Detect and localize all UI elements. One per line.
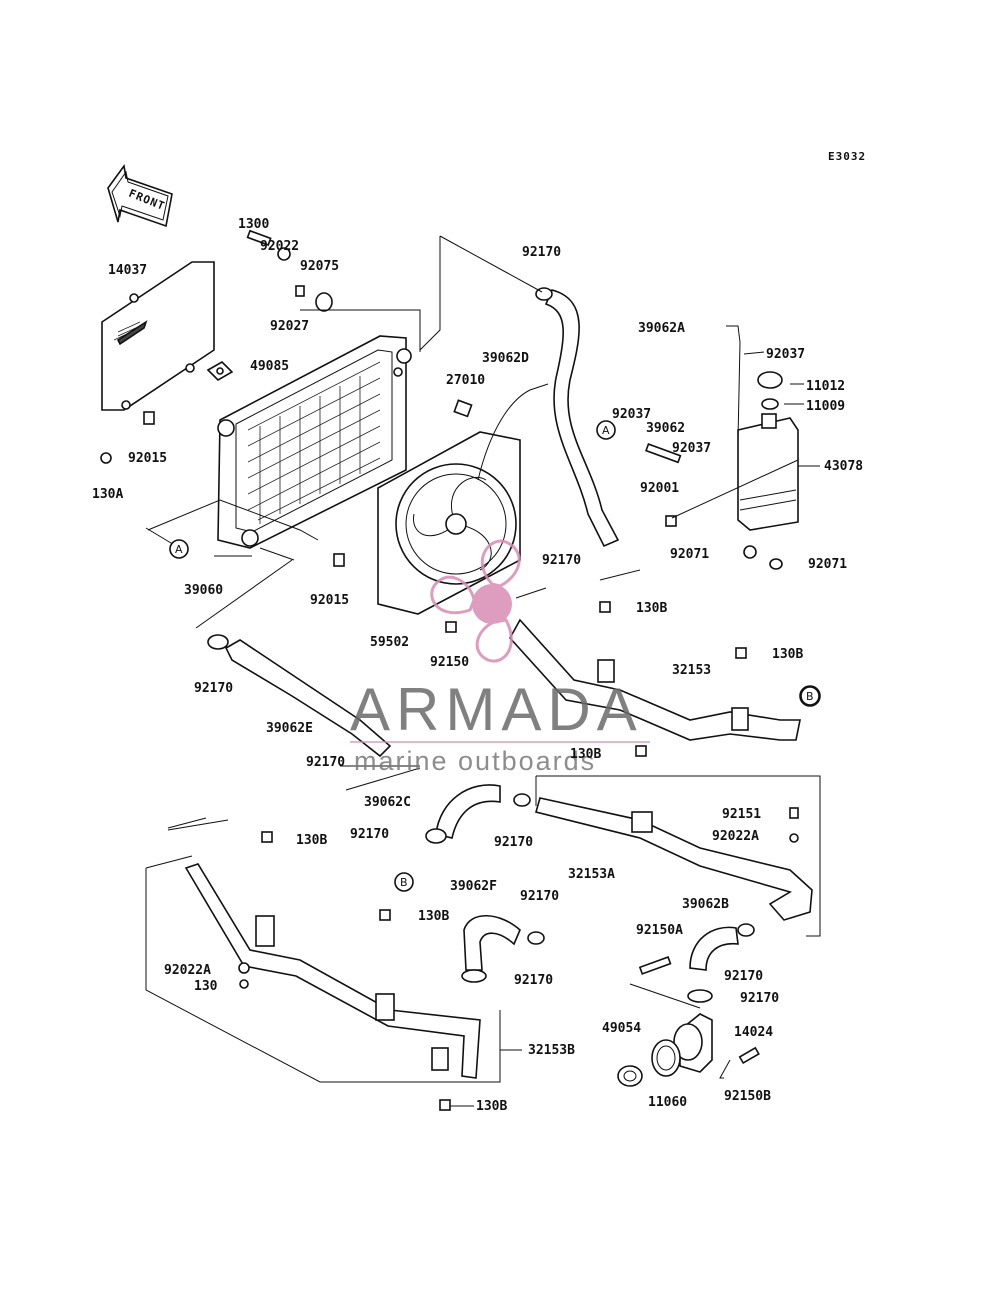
label-92022: 92022 (260, 239, 299, 254)
label-14024: 14024 (734, 1025, 773, 1040)
hose-39062 (645, 443, 682, 464)
label-92170-f: 92170 (520, 889, 559, 904)
label-11009: 11009 (806, 399, 845, 414)
label-39062: 39062 (646, 421, 685, 436)
label-130B-d: 130B (296, 833, 327, 848)
radiator-screen (101, 261, 215, 411)
label-27010: 27010 (446, 373, 485, 388)
label-92151: 92151 (722, 807, 761, 822)
label-92150: 92150 (430, 655, 469, 670)
label-43078: 43078 (824, 459, 863, 474)
marker-a-right: A (596, 420, 616, 440)
collar-92027-icon (295, 285, 305, 297)
hose-39062E (207, 634, 392, 758)
label-39062F: 39062F (450, 879, 497, 894)
washer-92022-icon (277, 247, 291, 261)
label-11012: 11012 (806, 379, 845, 394)
label-130B-a: 130B (636, 601, 667, 616)
label-92071-a: 92071 (670, 547, 709, 562)
label-130A: 130A (92, 487, 123, 502)
fan-switch-27010-icon (453, 399, 473, 418)
svg-text:B: B (400, 876, 408, 889)
label-130B-c: 130B (570, 747, 601, 762)
front-arrow-icon: FRONT (107, 163, 173, 228)
propeller-logo-icon (430, 539, 521, 663)
label-92037-b: 92037 (612, 407, 651, 422)
radiator-mount-bracket (206, 361, 234, 381)
label-11060: 11060 (648, 1095, 687, 1110)
hose-39062C (425, 784, 531, 844)
label-92071-b: 92071 (808, 557, 847, 572)
label-92027: 92027 (270, 319, 309, 334)
label-49085: 49085 (250, 359, 289, 374)
label-92075: 92075 (300, 259, 339, 274)
label-49054: 49054 (602, 1021, 641, 1036)
label-92001: 92001 (640, 481, 679, 496)
grommet-92075-icon (315, 292, 333, 312)
hose-39062B (687, 923, 755, 1003)
reserve-tank (730, 325, 799, 570)
label-32153B: 32153B (528, 1043, 575, 1058)
label-39062E: 39062E (266, 721, 313, 736)
label-92015-left: 92015 (128, 451, 167, 466)
svg-text:A: A (602, 424, 610, 437)
marker-b-lower: B (394, 872, 414, 892)
label-92170-topright: 92170 (522, 245, 561, 260)
diagram-code: E3032 (828, 150, 866, 163)
label-1300: 1300 (238, 217, 269, 232)
label-39060: 39060 (184, 583, 223, 598)
label-39062C: 39062C (364, 795, 411, 810)
watermark-tagline: marine outboards (354, 746, 596, 776)
thermostat-housing (617, 956, 760, 1087)
label-14037: 14037 (108, 263, 147, 278)
label-130B-f: 130B (476, 1099, 507, 1114)
bolt-130B-icons (100, 411, 747, 1111)
label-92170-h: 92170 (724, 969, 763, 984)
label-39062A: 39062A (638, 321, 685, 336)
marker-a-left: A (169, 539, 189, 559)
leader-lines (145, 235, 821, 1107)
label-92022A-b: 92022A (164, 963, 211, 978)
hose-39062F (461, 915, 545, 983)
armada-watermark: ARMADA marine outboards (350, 539, 650, 776)
label-92037-a: 92037 (766, 347, 805, 362)
label-32153A: 32153A (568, 867, 615, 882)
label-92150A: 92150A (636, 923, 683, 938)
marker-b-right: B (800, 686, 820, 706)
hose-39062D (544, 289, 620, 548)
pipe-32153A (535, 797, 813, 921)
radiator (217, 335, 412, 549)
label-59502: 59502 (370, 635, 409, 650)
bolt-1300-icon (246, 229, 272, 246)
label-92170-c: 92170 (306, 755, 345, 770)
label-92170-mid: 92170 (542, 553, 581, 568)
label-39062D: 39062D (482, 351, 529, 366)
label-39062B: 39062B (682, 897, 729, 912)
label-92170-d: 92170 (350, 827, 389, 842)
label-32153: 32153 (672, 663, 711, 678)
label-92150B: 92150B (724, 1089, 771, 1104)
svg-text:A: A (175, 543, 183, 556)
part-labels: 14037 1300 92022 92075 92027 49085 27010… (92, 217, 863, 1114)
pipe-32153B (184, 863, 481, 1079)
label-92170-e: 92170 (494, 835, 533, 850)
label-92170-left: 92170 (194, 681, 233, 696)
label-92022A-a: 92022A (712, 829, 759, 844)
label-92015-mid: 92015 (310, 593, 349, 608)
svg-text:B: B (806, 690, 814, 703)
label-130B-e: 130B (418, 909, 449, 924)
watermark-brand: ARMADA (350, 676, 643, 743)
label-92170-i: 92170 (740, 991, 779, 1006)
label-130B-b: 130B (772, 647, 803, 662)
label-130: 130 (194, 979, 218, 994)
label-92170-g: 92170 (514, 973, 553, 988)
label-92037-c: 92037 (672, 441, 711, 456)
